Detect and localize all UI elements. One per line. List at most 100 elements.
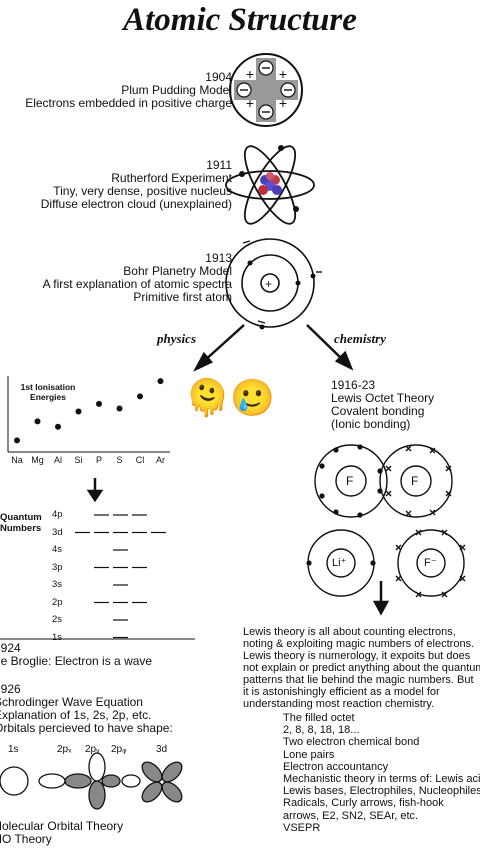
orbital-label-2pz: 2pᵩ: [111, 744, 127, 755]
ionisation-point-al: [55, 423, 61, 430]
arrow-down-lewis: [372, 581, 390, 616]
ionisation-point-p: [96, 400, 102, 407]
lewis-f-right: F: [411, 474, 419, 488]
orbital-shapes: [0, 752, 183, 810]
list-item: arrows, E2, SN2, SEAr, etc.: [283, 809, 419, 822]
orbital-label-2py: 2pᵧ: [85, 744, 100, 755]
mo-line: Molecular Orbital Theory: [0, 819, 124, 833]
page-title: Atomic Structure: [123, 2, 357, 38]
ionisation-label-ar: Ar: [156, 455, 165, 465]
debroglie-note: 1924 de Broglie: Electron is a wave: [0, 642, 152, 668]
lewis-list: The filled octet 2, 8, 8, 18, 18... Two …: [283, 712, 480, 834]
history-line: Electrons embedded in positive charge: [25, 96, 232, 110]
ionisation-label-p: P: [95, 455, 102, 465]
schrodinger-line: Orbitals percieved to have shape:: [0, 721, 173, 735]
history-line: Rutherford Experiment: [111, 171, 232, 185]
ionisation-label-si: Si: [74, 455, 83, 465]
branch-physics: physics: [157, 331, 196, 346]
ionisation-point-s: [116, 405, 123, 412]
orbital-2pz: [101, 774, 141, 788]
svg-text:+: +: [279, 66, 287, 82]
quantum-level-4p: 4p: [52, 509, 63, 520]
list-item: Mechanistic theory in terms of: Lewis ac…: [283, 773, 480, 786]
paragraph-line: it is astonishingly efficient as a model…: [243, 686, 440, 698]
history-year: 1911: [206, 158, 232, 172]
bohr-electrons: +: [242, 240, 322, 330]
history-1913: 1913 Bohr Planetry Model A first explana…: [43, 252, 232, 304]
lewis-f2: [314, 444, 453, 518]
history-line: Bohr Planetry Model: [123, 264, 232, 278]
orbital-1s: [0, 766, 29, 796]
history-1911: 1911 Rutherford Experiment Tiny, very de…: [41, 159, 232, 211]
quantum-level-2p: 2p: [52, 596, 63, 608]
ionisation-point-si: [75, 408, 82, 415]
ionisation-label-al: Al: [53, 455, 62, 465]
arrow-down-quantum: [86, 478, 104, 503]
rutherford-nucleus: [239, 145, 299, 212]
quantum-level-3d: 3d: [52, 526, 63, 538]
list-item: Lone pairs: [283, 748, 335, 761]
quantum-level-2s: 2s: [52, 614, 63, 625]
lewis-paragraph: Lewis theory is all about counting elect…: [243, 626, 480, 710]
svg-text:+: +: [279, 95, 287, 111]
branch-chemistry: chemistry: [334, 331, 386, 346]
paragraph-line: not explain or predict anything about th…: [243, 662, 480, 674]
history-line: Tiny, very dense, positive nucleus: [53, 184, 232, 198]
quantum-level-1s: 1s: [52, 631, 63, 643]
ionisation-label-mg: Mg: [31, 455, 44, 465]
history-1904: 1904 Plum Pudding Model Electrons embedd…: [25, 71, 232, 110]
ionisation-point-cl: [137, 393, 143, 400]
lewis-line: Lewis Octet Theory: [331, 391, 435, 405]
paragraph-line: understanding most reaction chemistry.: [243, 698, 435, 710]
lewis-line: (Ionic bonding): [331, 417, 411, 431]
list-item: 2, 8, 8, 18, 18...: [283, 724, 360, 737]
debroglie-year: 1924: [0, 641, 21, 655]
svg-text:+: +: [246, 95, 254, 111]
ionisation-points: [14, 378, 164, 444]
history-line: Primitive first atom: [133, 290, 232, 304]
ionisation-label-cl: Cl: [135, 455, 145, 465]
orbital-label-2px: 2pₓ: [57, 744, 72, 755]
schrodinger-year: 1926: [0, 682, 21, 696]
lewis-f-left: F: [346, 474, 354, 488]
schrodinger-note: 1926 Schrodinger Wave Equation Explanati…: [0, 683, 173, 735]
list-item: Two electron chemical bond: [283, 736, 420, 749]
paragraph-line: noting & exploiting magic numbers of ele…: [243, 638, 475, 650]
history-year: 1904: [205, 70, 232, 84]
debroglie-text: de Broglie: Electron is a wave: [0, 654, 153, 668]
list-item: Electron accountancy: [283, 760, 389, 773]
rutherford-atom: [225, 145, 315, 225]
lewis-year: 1916-23: [331, 378, 376, 392]
quantum-level-3s: 3s: [52, 579, 63, 590]
list-item: Lewis bases, Electrophiles, Nucleophiles…: [283, 785, 480, 798]
lewis-li-ion: Li⁺: [332, 557, 347, 569]
quantum-label: Quantum Numbers: [0, 512, 42, 534]
lewis-f-ion: F⁻: [424, 557, 437, 569]
list-item: The filled octet: [283, 712, 355, 724]
history-line: Diffuse electron cloud (unexplained): [40, 197, 232, 211]
mo-note: Molecular Orbital Theory MO Theory: [0, 820, 123, 846]
ionisation-point-ar: [157, 378, 164, 385]
orbital-2py: [88, 752, 106, 810]
schrodinger-line: Explanation of 1s, 2s, 2p, etc.: [0, 708, 152, 722]
paragraph-line: Lewis theory is numerology, it expoits b…: [243, 650, 471, 662]
quantum-level-4s: 4s: [52, 544, 63, 555]
smiling-tear-icon: 🥲: [230, 377, 275, 418]
mo-line: MO Theory: [0, 832, 52, 846]
list-item: Radicals, Curly arrows, fish-hook: [283, 797, 444, 810]
ionisation-title: 1st Ionisation Energies: [20, 382, 76, 402]
ionisation-label-na: Na: [11, 455, 23, 465]
ionisation-point-mg: [34, 418, 41, 425]
lewis-heading: 1916-23 Lewis Octet Theory Covalent bond…: [331, 379, 434, 431]
orbital-3d: [141, 761, 183, 803]
paragraph-line: patterns that lie behind the magic numbe…: [243, 674, 474, 686]
svg-text:+: +: [246, 66, 254, 82]
ionisation-point-na: [14, 437, 20, 444]
quantum-level-3p: 3p: [52, 561, 63, 573]
branch-arrows: [193, 324, 354, 372]
plum-pudding-model: + + + +: [229, 53, 303, 127]
list-item: VSEPR: [283, 821, 321, 834]
history-line: A first explanation of atomic spectra: [42, 277, 232, 291]
lewis-line: Covalent bonding: [331, 404, 425, 418]
